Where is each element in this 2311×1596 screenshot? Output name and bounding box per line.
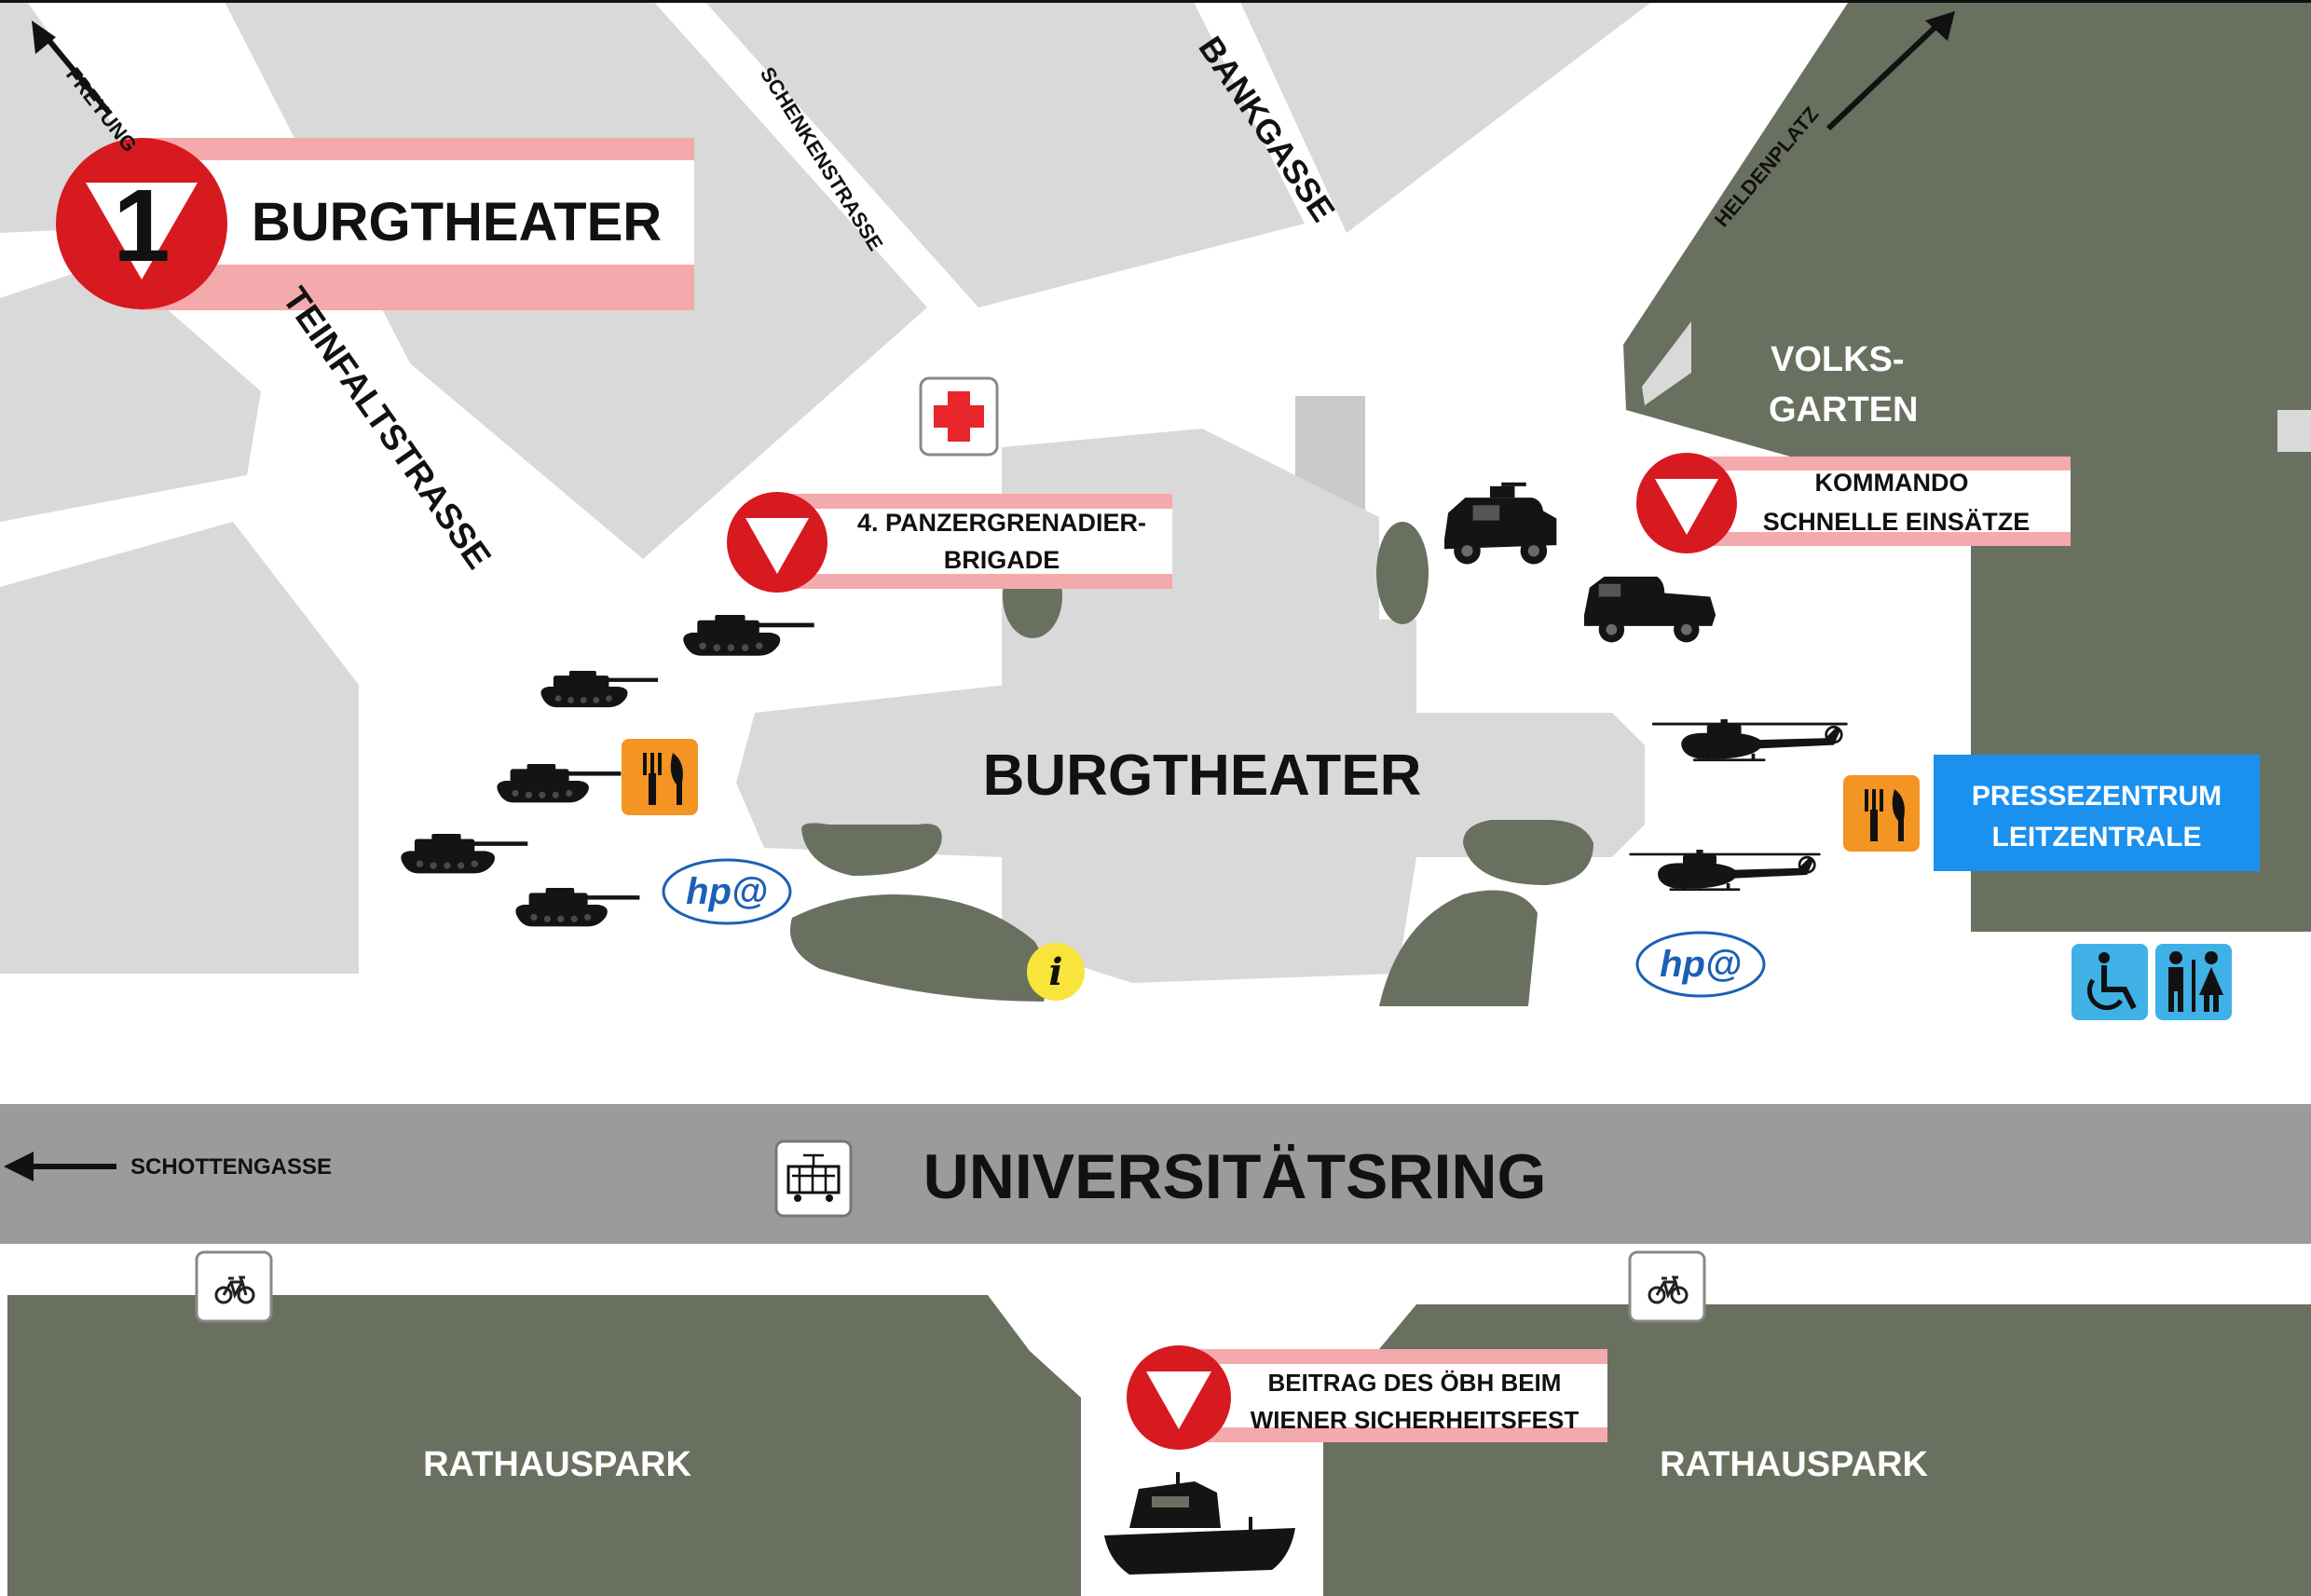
restroom-icon (2155, 944, 2232, 1020)
bicycle-icon-right (1628, 1250, 1706, 1323)
building-label: BURGTHEATER (983, 743, 1422, 808)
food-icon-right (1843, 775, 1920, 852)
kommando-line-1: KOMMANDO (1815, 469, 1969, 497)
hp-logo-right-text: hp@ (1660, 944, 1742, 985)
hp-logo-left: hp@ (662, 858, 792, 925)
press-line-1: PRESSEZENTRUM (1972, 781, 2222, 812)
title-badge-label: BURGTHEATER (252, 192, 662, 252)
station-beitrag: BEITRAG DES ÖBH BEIM WIENER SICHERHEITSF… (1127, 1345, 1607, 1450)
food-icon-left (622, 739, 698, 815)
first-aid-icon (919, 376, 999, 457)
hp-logo-right: hp@ (1635, 931, 1766, 998)
tram-icon (774, 1139, 853, 1218)
kommando-line-2: SCHNELLE EINSÄTZE (1763, 508, 2031, 536)
direction-arrows (4, 11, 1955, 1181)
hp-logo-left-text: hp@ (686, 871, 768, 912)
panzer-line-1: 4. PANZERGRENADIER- (857, 509, 1146, 537)
rathauspark-right-label: RATHAUSPARK (1660, 1445, 1928, 1484)
bicycle-icon-left (195, 1250, 273, 1323)
arrow-freyung-icon (42, 34, 113, 116)
street-universitaetsring: UNIVERSITÄTSRING (923, 1141, 1547, 1212)
panzer-line-2: BRIGADE (944, 546, 1060, 574)
info-icon: i (1027, 943, 1085, 1001)
wheelchair-icon (2072, 944, 2148, 1020)
press-center: PRESSEZENTRUM LEITZENTRALE (1934, 755, 2260, 871)
area-labels: VOLKS- GARTEN BURGTHEATER RATHAUSPARK RA… (423, 340, 1928, 1484)
info-icon-mark: i (1048, 950, 1062, 994)
arrow-heldenplatz-icon (1826, 23, 1939, 131)
beitrag-line-2: WIENER SICHERHEITSFEST (1251, 1406, 1579, 1434)
volksgarten-label-1: VOLKS- (1771, 340, 1905, 379)
boat-icon (1104, 1472, 1295, 1575)
station-panzergrenadier: 4. PANZERGRENADIER- BRIGADE (727, 492, 1172, 593)
title-badge-number: 1 (113, 169, 170, 283)
station-kommando: KOMMANDO SCHNELLE EINSÄTZE (1636, 453, 2071, 553)
rathauspark-left-label: RATHAUSPARK (423, 1445, 691, 1484)
green-patches (790, 522, 1593, 1006)
title-badge: 1 BURGTHEATER (56, 138, 694, 310)
beitrag-line-1: BEITRAG DES ÖBH BEIM (1268, 1369, 1562, 1397)
volksgarten-label-2: GARTEN (1769, 390, 1918, 430)
street-schottengasse: SCHOTTENGASSE (130, 1154, 332, 1180)
press-line-2: LEITZENTRALE (1992, 822, 2202, 853)
universitaetsring-road (0, 1104, 2311, 1244)
